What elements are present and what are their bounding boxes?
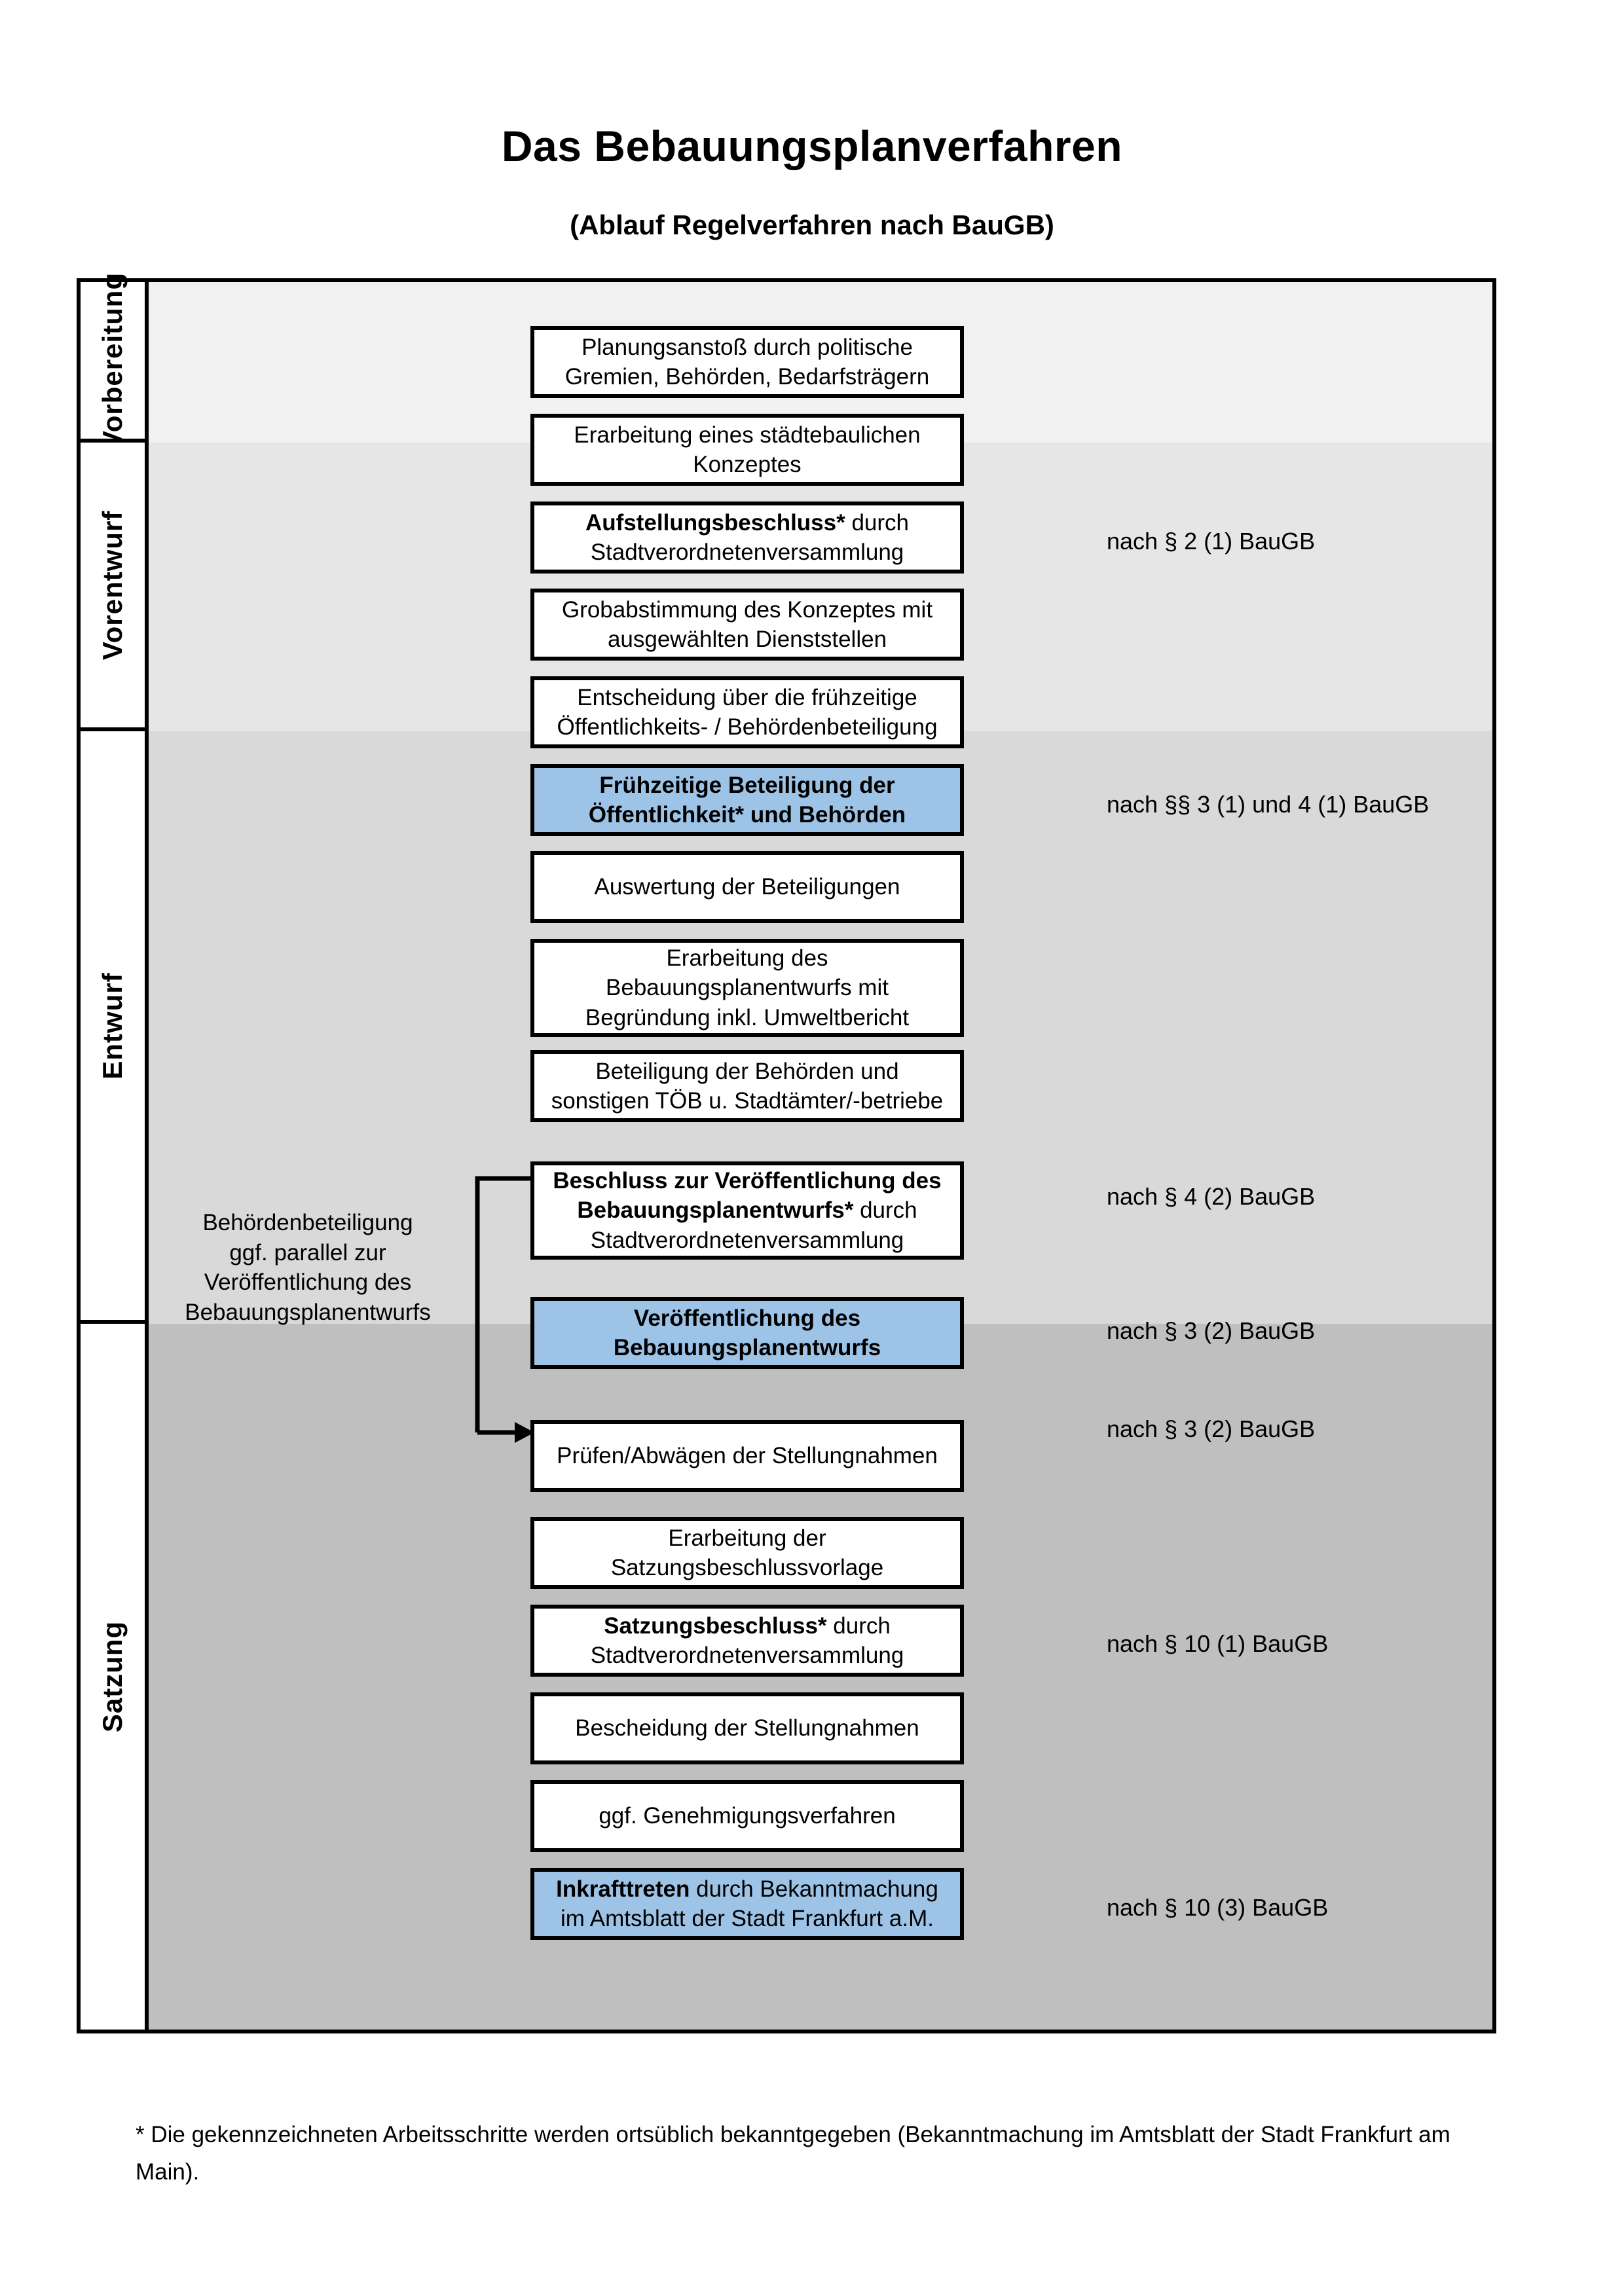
- step-4-line-1: Grobabstimmung des Konzeptes mit: [561, 596, 933, 623]
- law-ref-5: nach § 3 (2) BauGB: [1107, 1415, 1316, 1442]
- step-8-line-2: Bebauungsplanentwurfs mit: [606, 975, 889, 1001]
- law-ref-3: nach § 4 (2) BauGB: [1107, 1183, 1316, 1210]
- step-10-line-3: Stadtverordnetenversammlung: [590, 1227, 904, 1253]
- step-14-line-2: Stadtverordnetenversammlung: [590, 1643, 904, 1668]
- flow-box-step-9[interactable]: Beteiligung der Behörden und sonstigen T…: [530, 1050, 964, 1122]
- phase-label-vorentwurf: Vorentwurf: [97, 510, 128, 660]
- side-note-behoerdenbeteiligung: Behördenbeteiligung ggf. parallel zur Ve…: [138, 1208, 478, 1327]
- step-14-bold: Satzungsbeschluss*: [604, 1613, 827, 1639]
- law-ref-2: nach §§ 3 (1) und 4 (1) BauGB: [1107, 791, 1430, 818]
- phase-column-satzung: Satzung: [81, 1324, 149, 2030]
- step-11-line-1: Veröffentlichung des: [633, 1305, 861, 1331]
- step-6-line-2: Öffentlichkeit* und Behörden: [588, 802, 906, 828]
- step-10-line-2b: durch: [853, 1197, 917, 1224]
- step-6-line-1: Frühzeitige Beteiligung der: [599, 772, 895, 798]
- phase-column-vorbereitung: Vorbereitung: [81, 272, 149, 449]
- page-subtitle: (Ablauf Regelverfahren nach BauGB): [570, 210, 1054, 240]
- side-note-line-3: Veröffentlichung des: [204, 1269, 412, 1295]
- flow-box-step-7[interactable]: Auswertung der Beteiligungen: [530, 851, 964, 923]
- step-7-line-1: Auswertung der Beteiligungen: [594, 874, 900, 900]
- side-note-line-4: Bebauungsplanentwurfs: [185, 1299, 431, 1325]
- step-1-line-1: Planungsanstoß durch politische: [581, 334, 913, 360]
- phase-label-vorbereitung: Vorbereitung: [97, 272, 128, 449]
- flowchart-frame: Vorbereitung Vorentwurf Entwurf Satzung: [77, 272, 1496, 2033]
- step-5-line-2: Öffentlichkeits- / Behördenbeteiligung: [557, 714, 938, 740]
- step-13-line-2: Satzungsbeschlussvorlage: [610, 1555, 884, 1580]
- flow-box-step-15[interactable]: Bescheidung der Stellungnahmen: [530, 1692, 964, 1764]
- flow-box-step-14[interactable]: Satzungsbeschluss* durch Stadtverordnete…: [530, 1605, 964, 1677]
- flow-box-step-16[interactable]: ggf. Genehmigungsverfahren: [530, 1780, 964, 1852]
- flow-box-step-2[interactable]: Erarbeitung eines städtebaulichen Konzep…: [530, 414, 964, 486]
- flow-box-step-12[interactable]: Prüfen/Abwägen der Stellungnahmen: [530, 1420, 964, 1492]
- phase-label-entwurf: Entwurf: [97, 972, 128, 1080]
- step-1-line-2: Gremien, Behörden, Bedarfsträgern: [564, 364, 930, 390]
- flow-box-step-11[interactable]: Veröffentlichung des Bebauungsplanentwur…: [530, 1297, 964, 1369]
- step-17-bold: Inkrafttreten: [556, 1876, 690, 1902]
- step-8-line-3: Begründung inkl. Umweltbericht: [585, 1004, 910, 1030]
- step-10-line-2a: Bebauungsplanentwurfs*: [577, 1197, 854, 1224]
- step-4-line-2: ausgewählten Dienststellen: [607, 627, 887, 652]
- step-13-line-1: Erarbeitung der: [668, 1525, 826, 1551]
- law-ref-1: nach § 2 (1) BauGB: [1107, 528, 1316, 555]
- step-3-line-2: Stadtverordnetenversammlung: [590, 539, 904, 565]
- flow-box-step-4[interactable]: Grobabstimmung des Konzeptes mit ausgewä…: [530, 589, 964, 661]
- step-17-line-2: im Amtsblatt der Stadt Frankfurt a.M.: [561, 1906, 934, 1931]
- step-9-line-2: sonstigen TÖB u. Stadtämter/-betriebe: [551, 1088, 944, 1114]
- law-ref-4: nach § 3 (2) BauGB: [1107, 1317, 1316, 1344]
- step-10-line-1: Beschluss zur Veröffentlichung des: [553, 1167, 942, 1194]
- law-ref-6: nach § 10 (1) BauGB: [1107, 1630, 1329, 1657]
- step-5-line-1: Entscheidung über die frühzeitige: [577, 684, 917, 710]
- flow-box-step-10[interactable]: Beschluss zur Veröffentlichung des Bebau…: [530, 1161, 964, 1260]
- step-15-line-1: Bescheidung der Stellungnahmen: [575, 1715, 919, 1741]
- step-9-line-1: Beteiligung der Behörden und: [595, 1058, 899, 1084]
- step-11-line-2: Bebauungsplanentwurfs: [613, 1335, 881, 1360]
- flow-box-step-1[interactable]: Planungsanstoß durch politische Gremien,…: [530, 326, 964, 398]
- flow-box-step-3[interactable]: Aufstellungsbeschluss* durch Stadtverord…: [530, 501, 964, 574]
- phase-column-vorentwurf: Vorentwurf: [81, 443, 149, 731]
- step-2-line-2: Konzeptes: [693, 452, 802, 477]
- flow-box-step-6[interactable]: Frühzeitige Beteiligung der Öffentlichke…: [530, 764, 964, 836]
- law-ref-7: nach § 10 (3) BauGB: [1107, 1894, 1329, 1921]
- step-17-line-1: durch Bekanntmachung: [690, 1876, 938, 1902]
- bypass-connector-arrow-icon: [475, 1176, 534, 1443]
- flow-box-step-13[interactable]: Erarbeitung der Satzungsbeschlussvorlage: [530, 1517, 964, 1589]
- page-title: Das Bebauungsplanverfahren: [501, 122, 1123, 170]
- phase-label-satzung: Satzung: [97, 1620, 128, 1733]
- step-8-line-1: Erarbeitung des: [666, 945, 828, 971]
- step-3-bold: Aufstellungsbeschluss*: [585, 509, 845, 536]
- flow-box-step-8[interactable]: Erarbeitung des Bebauungsplanentwurfs mi…: [530, 939, 964, 1037]
- step-3-line-1: durch: [845, 509, 910, 536]
- step-14-line-1: durch: [826, 1613, 891, 1639]
- flow-box-step-17[interactable]: Inkrafttreten durch Bekanntmachung im Am…: [530, 1868, 964, 1940]
- step-16-line-1: ggf. Genehmigungsverfahren: [599, 1803, 896, 1829]
- step-2-line-1: Erarbeitung eines städtebaulichen: [574, 422, 921, 448]
- flow-box-step-5[interactable]: Entscheidung über die frühzeitige Öffent…: [530, 676, 964, 748]
- side-note-line-1: Behördenbeteiligung: [202, 1210, 413, 1235]
- side-note-line-2: ggf. parallel zur: [229, 1239, 386, 1266]
- phase-column-entwurf: Entwurf: [81, 731, 149, 1324]
- step-12-line-1: Prüfen/Abwägen der Stellungnahmen: [557, 1443, 938, 1469]
- footnote: * Die gekennzeichneten Arbeitsschritte w…: [136, 2122, 1450, 2185]
